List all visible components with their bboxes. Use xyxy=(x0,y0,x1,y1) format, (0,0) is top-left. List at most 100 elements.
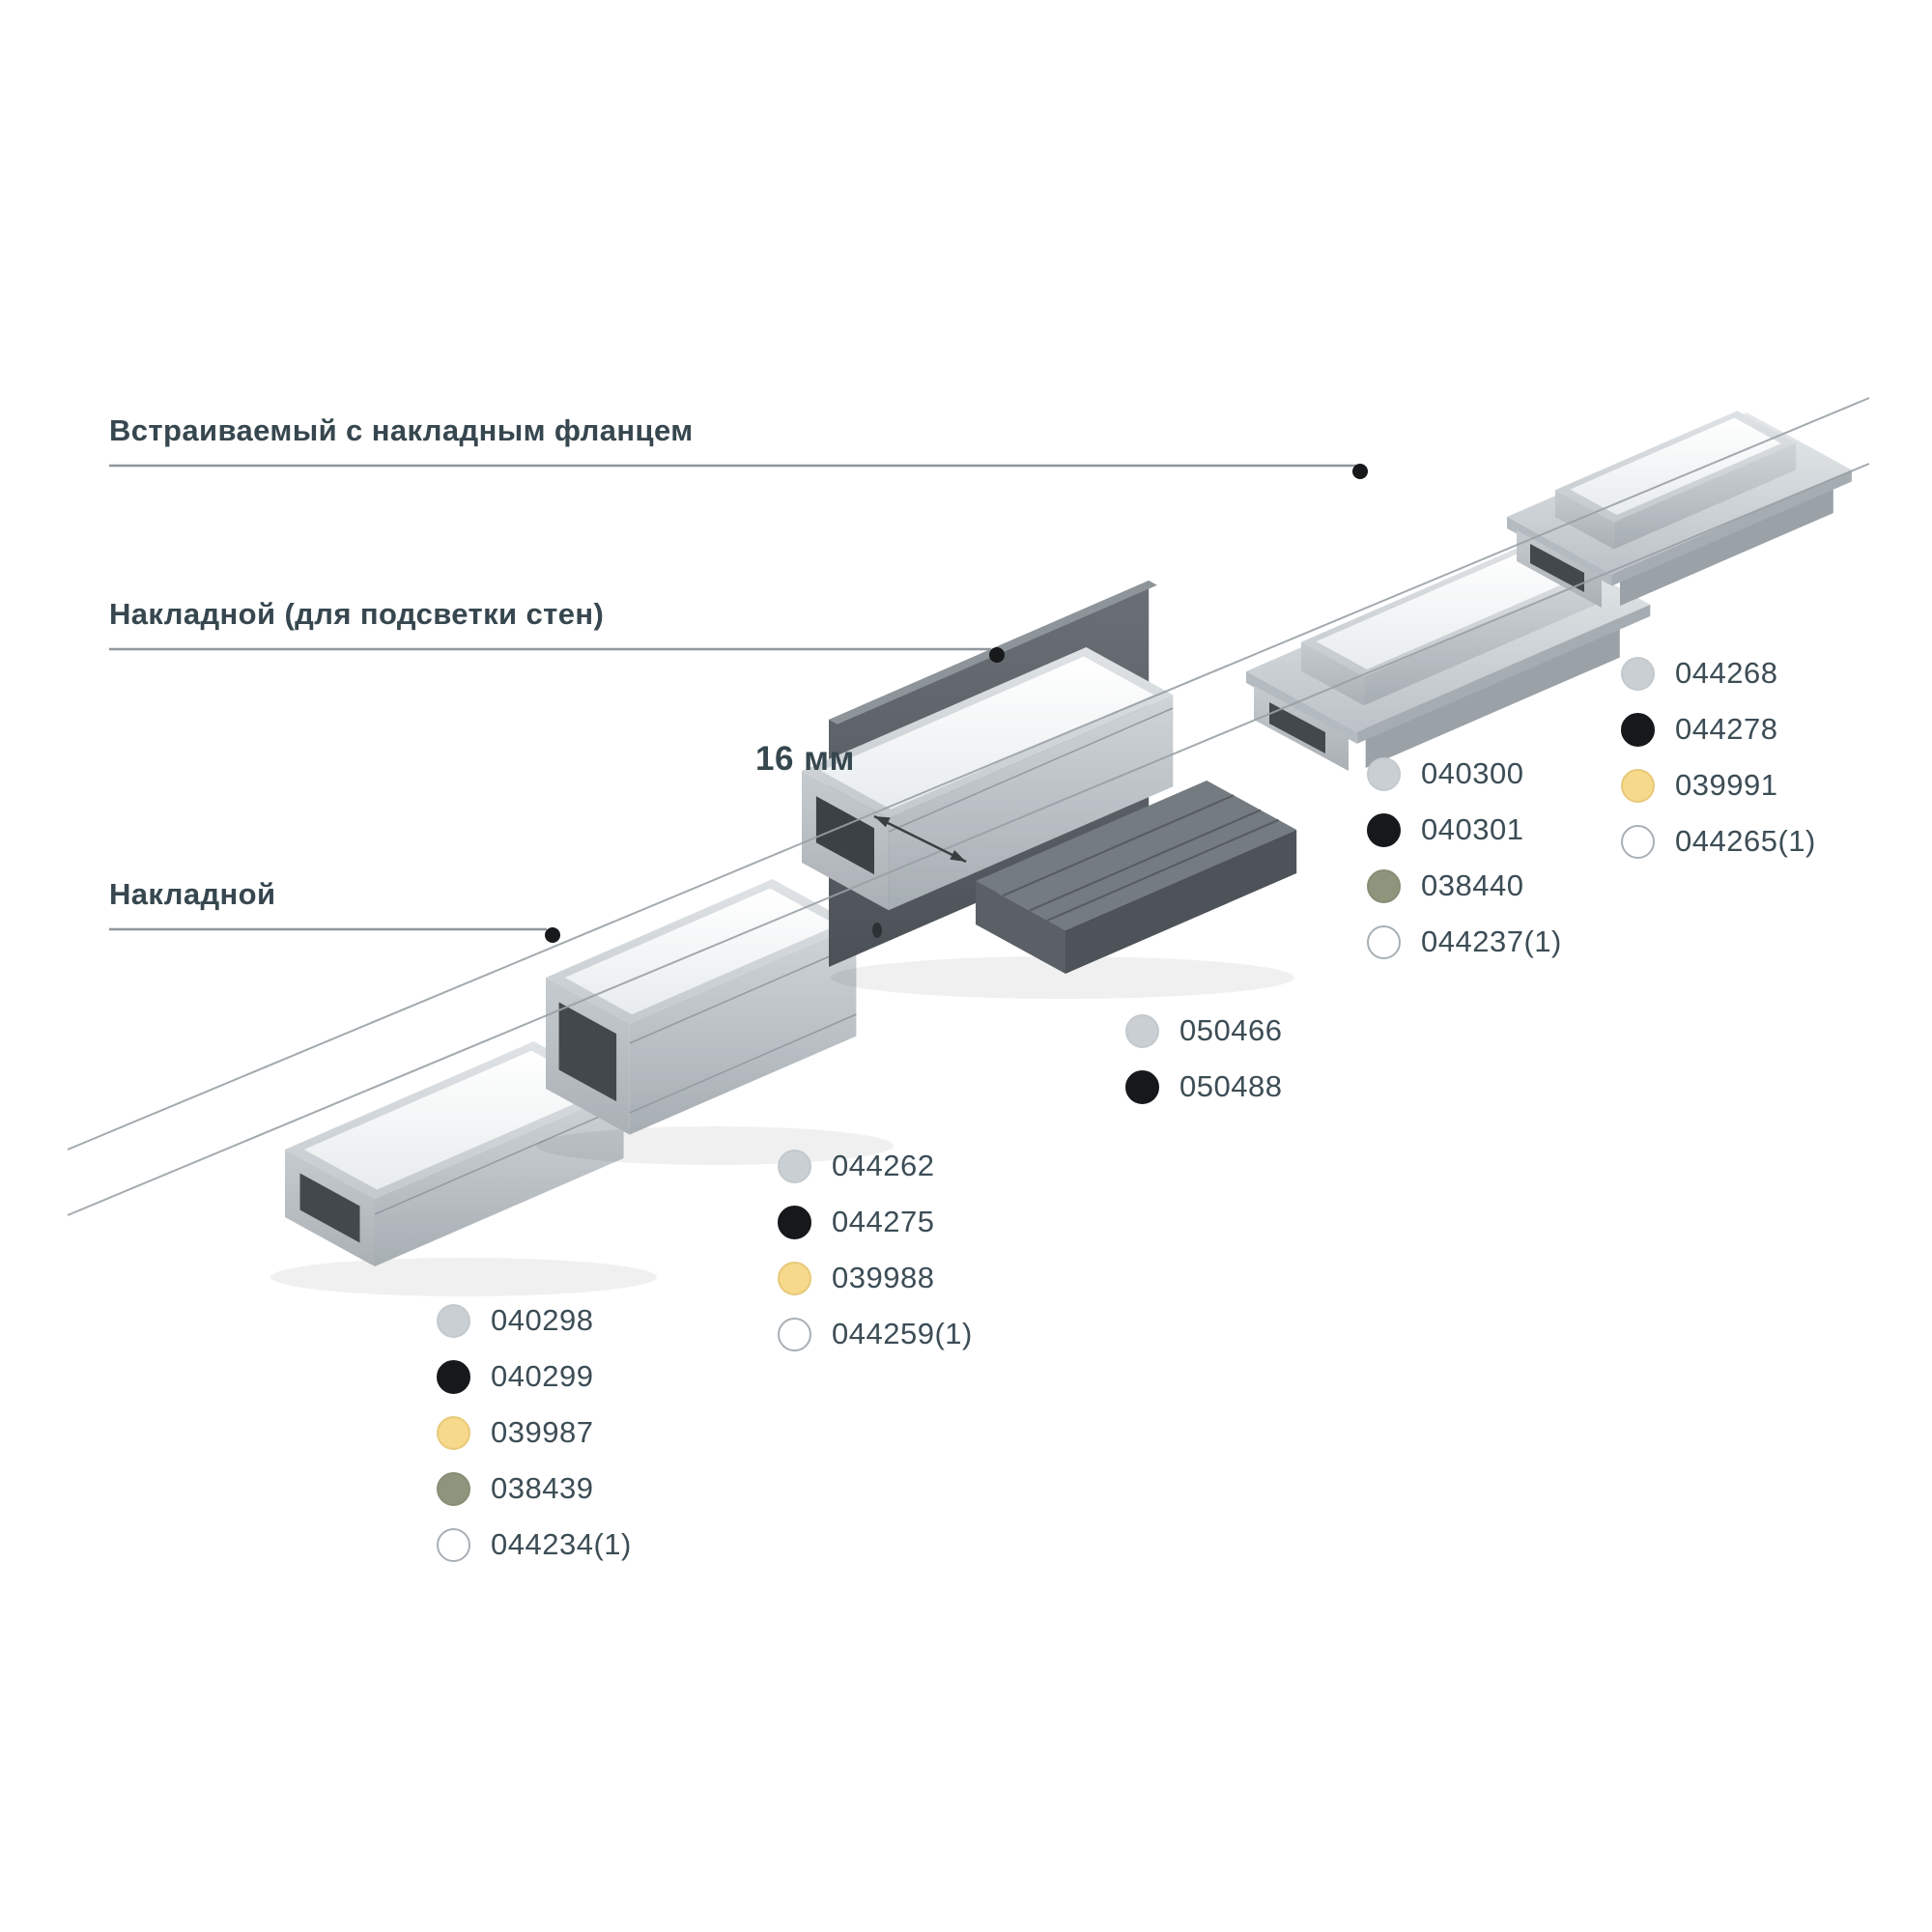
color-swatch-dot xyxy=(1367,812,1401,847)
profile-3-illustration xyxy=(802,581,1297,999)
flange-front-edge xyxy=(1611,469,1852,586)
article-item: 038440 xyxy=(1367,858,1562,914)
article-list-profile-5: 044268 044278 039991 044265(1) xyxy=(1621,645,1816,869)
article-item: 044262 xyxy=(778,1138,973,1194)
dimension-arrowhead xyxy=(874,816,891,828)
color-swatch-dot xyxy=(1621,824,1655,859)
profile-side-face xyxy=(629,924,857,1135)
profile-groove-line xyxy=(629,1013,857,1114)
color-swatch-dot xyxy=(1621,656,1655,691)
profile-diffuser-cover xyxy=(303,1050,605,1190)
article-list-profile-4: 040300 040301 038440 044237(1) xyxy=(1367,746,1562,970)
article-code: 044259(1) xyxy=(832,1317,973,1350)
profile-channel-cavity xyxy=(558,1002,617,1102)
profile-side-face xyxy=(1613,442,1797,550)
lower-wing-side xyxy=(1065,830,1297,974)
profile-1-illustration xyxy=(270,1041,657,1296)
strip-guide-line xyxy=(67,397,1870,1151)
article-code: 039988 xyxy=(832,1261,935,1294)
article-item: 044237(1) xyxy=(1367,914,1562,970)
article-code: 044275 xyxy=(832,1205,935,1238)
article-item: 039991 xyxy=(1621,757,1816,813)
color-swatch-dot xyxy=(1367,756,1401,791)
profile-end-face xyxy=(1301,641,1365,706)
flange-end-edge xyxy=(1246,671,1357,744)
profile-channel-cavity xyxy=(1530,544,1584,592)
lower-wing-end xyxy=(976,881,1065,974)
color-swatch-dot xyxy=(437,1303,470,1338)
dimension-label: 16 мм xyxy=(755,740,855,778)
profile-end-face xyxy=(1554,490,1614,550)
callout-anchor-dot xyxy=(989,647,1005,663)
profile-5-illustration xyxy=(1507,411,1852,608)
article-code: 038439 xyxy=(491,1471,594,1505)
article-code: 040299 xyxy=(491,1359,594,1393)
article-code: 039987 xyxy=(491,1415,594,1449)
color-swatch-dot xyxy=(1367,868,1401,903)
color-swatch-dot xyxy=(1621,768,1655,803)
article-code: 044234(1) xyxy=(491,1527,632,1561)
color-swatch-dot xyxy=(1125,1069,1159,1104)
article-code: 044268 xyxy=(1675,656,1778,690)
callout-anchor-dot xyxy=(545,927,560,943)
article-code: 050488 xyxy=(1179,1069,1283,1103)
color-swatch-dot xyxy=(437,1415,470,1450)
article-item: 044259(1) xyxy=(778,1306,973,1362)
article-item: 038439 xyxy=(437,1461,632,1517)
callout-anchor-dot xyxy=(1352,464,1368,479)
profile-side-face xyxy=(375,1091,624,1266)
article-item: 050466 xyxy=(1125,1003,1282,1059)
article-list-profile-3: 050466 050488 xyxy=(1125,1003,1282,1115)
article-item: 050488 xyxy=(1125,1059,1282,1115)
color-swatch-dot xyxy=(1621,712,1655,747)
article-item: 044265(1) xyxy=(1621,813,1816,869)
article-code: 038440 xyxy=(1421,868,1524,902)
color-swatch-dot xyxy=(778,1261,811,1295)
color-swatch-dot xyxy=(778,1205,811,1239)
article-item: 044234(1) xyxy=(437,1517,632,1573)
article-code: 040301 xyxy=(1421,812,1524,846)
color-swatch-dot xyxy=(778,1149,811,1183)
article-item: 044278 xyxy=(1621,701,1816,757)
article-code: 040298 xyxy=(491,1303,594,1337)
article-item: 039988 xyxy=(778,1250,973,1306)
profile-side-face xyxy=(1364,576,1596,706)
article-item: 039987 xyxy=(437,1405,632,1461)
article-code: 039991 xyxy=(1675,768,1778,802)
article-item: 040298 xyxy=(437,1293,632,1349)
dimension-arrow-line xyxy=(873,814,967,864)
article-code: 040300 xyxy=(1421,756,1524,790)
profile-channel-cavity xyxy=(1269,702,1325,753)
color-swatch-dot xyxy=(778,1317,811,1351)
flange-front-edge xyxy=(1356,604,1651,744)
profile-diffuser-cover xyxy=(820,656,1154,810)
profile-shadow xyxy=(831,956,1294,999)
color-swatch-dot xyxy=(437,1471,470,1506)
article-code: 050466 xyxy=(1179,1013,1283,1047)
article-code: 044278 xyxy=(1675,712,1778,746)
article-item: 040300 xyxy=(1367,746,1562,802)
article-code: 044262 xyxy=(832,1149,935,1182)
color-swatch-dot xyxy=(437,1527,470,1562)
color-swatch-dot xyxy=(1367,924,1401,959)
profile-shadow xyxy=(270,1258,657,1296)
callout-label-surface: Накладной xyxy=(109,877,276,911)
callout-label-recessed-flange: Встраиваемый с накладным фланцем xyxy=(109,413,694,447)
article-list-profile-1: 040298 040299 039987 038439 044234(1) xyxy=(437,1293,632,1573)
wing-ridge-line xyxy=(1029,809,1262,912)
article-item: 040299 xyxy=(437,1349,632,1405)
profile-diffuser-cover xyxy=(1316,549,1580,669)
profile-channel-cavity xyxy=(299,1173,360,1243)
dimension-arrow xyxy=(873,814,967,864)
profile-4-illustration xyxy=(1246,541,1651,771)
strip-guide-line xyxy=(67,463,1870,1216)
color-swatch-dot xyxy=(437,1359,470,1394)
color-swatch-dot xyxy=(1125,1013,1159,1048)
wing-ridge-line xyxy=(1047,818,1279,922)
article-item: 040301 xyxy=(1367,802,1562,858)
article-item: 044268 xyxy=(1621,645,1816,701)
article-item: 044275 xyxy=(778,1194,973,1250)
article-code: 044265(1) xyxy=(1675,824,1816,858)
